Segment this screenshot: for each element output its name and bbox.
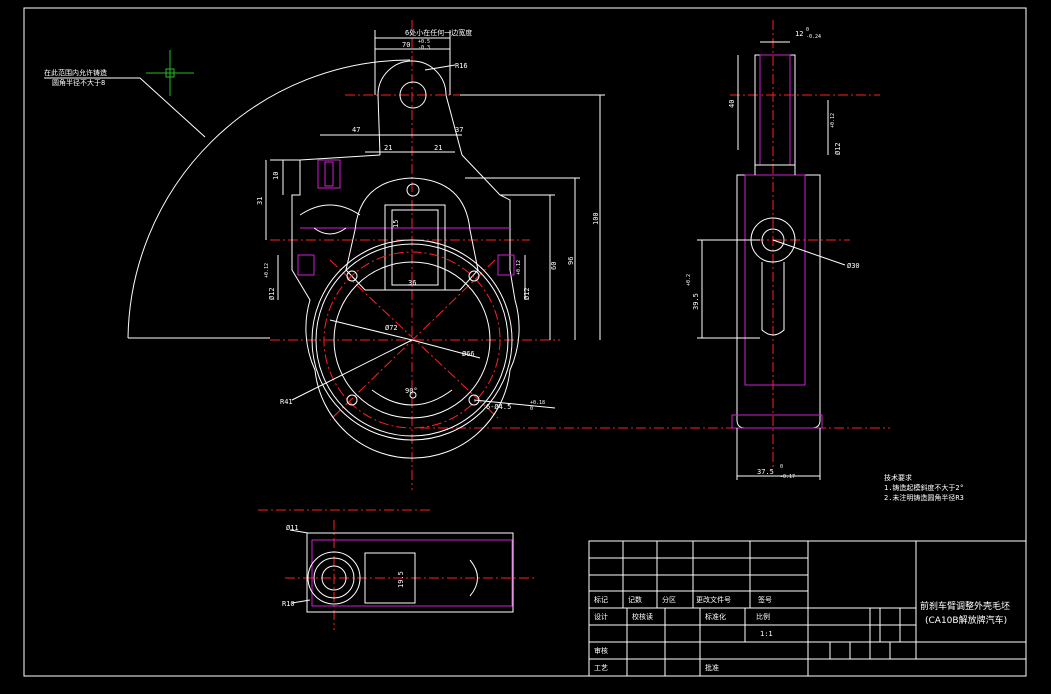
title-block: 标记 记数 分区 更改文件号 签号 设计 校核读 标准化 比例 1:1 审核 工… — [588, 540, 1027, 677]
dim-15: 15 — [392, 220, 400, 228]
tech-title: 技术要求 — [884, 473, 912, 482]
dim-21b: 21 — [434, 144, 442, 152]
dim-12-side: 12 — [795, 30, 803, 38]
tb-review: 审核 — [594, 646, 608, 655]
dim-31: 31 — [256, 197, 264, 205]
casting-radius-arc — [127, 59, 411, 339]
dim-19-5: 19.5 — [397, 571, 405, 588]
dim-phi12-left-tol: +0.12 — [264, 263, 270, 278]
dim-10: 10 — [272, 172, 280, 180]
dim-r10: R10 — [282, 600, 295, 608]
dim-top-note: 6处小在任何一边宽度 — [405, 28, 472, 37]
dim-r16: R16 — [455, 62, 468, 70]
dim-12-side-tol-dn: -0.24 — [806, 34, 821, 40]
left-note: 在此范围内允许铸造 圆角半径不大于8 — [44, 68, 206, 138]
dim-47: 47 — [352, 126, 360, 134]
tb-sign: 签号 — [758, 595, 772, 604]
tb-ratio-label: 比例 — [756, 612, 770, 621]
tb-approve: 批准 — [705, 663, 719, 672]
dim-39-5-tol: +0.2 — [686, 274, 692, 286]
dim-96: 96 — [567, 257, 575, 265]
dim-21a: 21 — [384, 144, 392, 152]
dim-70-tol-up: +0.5 — [418, 39, 430, 45]
dim-70-tol-dn: -0.3 — [418, 45, 430, 51]
dim-36: 36 — [408, 279, 416, 287]
tb-standardize: 标准化 — [705, 612, 726, 621]
tb-design: 设计 — [594, 612, 608, 621]
dim-37-5-tol-dn: -0.17 — [780, 474, 795, 480]
tech-note-2: 2.未注明铸造圆角半径R3 — [884, 493, 964, 502]
dim-r41: R41 — [280, 398, 293, 406]
dim-holes-tol-dn: 0 — [530, 406, 533, 412]
bottom-view: Ø11 R10 19.5 — [258, 509, 535, 630]
dim-phi11: Ø11 — [286, 524, 299, 532]
note-line-2: 圆角半径不大于8 — [52, 78, 105, 87]
dim-holes-tol-up: +0.18 — [530, 400, 545, 406]
dim-100: 100 — [592, 212, 600, 225]
dim-phi12-side-tol: +0.12 — [830, 113, 836, 128]
dim-39-5: 39.5 — [692, 293, 700, 310]
tech-note-1: 1.铸造起模斜度不大于2° — [884, 483, 964, 492]
tb-change-doc: 更改文件号 — [696, 595, 731, 604]
tb-zone: 分区 — [662, 595, 676, 604]
dim-phi12-right: Ø12 — [523, 287, 531, 300]
drawing-subtitle: (CA10B解放牌汽车) — [925, 614, 1007, 626]
dim-phi12-right-tol: +0.12 — [516, 260, 522, 275]
side-view — [700, 20, 880, 480]
drawing-title: 前刹车臂调整外壳毛坯 — [920, 600, 1010, 612]
tb-proofread: 校核读 — [632, 612, 653, 621]
dim-phi72: Ø72 — [385, 324, 398, 332]
dim-12-side-tol-up: 0 — [806, 27, 809, 33]
drawing-border — [23, 7, 1027, 677]
dim-phi66: Ø66 — [462, 350, 475, 358]
dim-phi12-side: Ø12 — [834, 142, 842, 155]
dim-holes: 6-Ø4.5 — [486, 403, 511, 411]
dim-phi30: Ø30 — [847, 262, 860, 270]
dim-70: 70 — [402, 41, 410, 49]
dim-40: 40 — [728, 100, 736, 108]
tb-ratio-value: 1:1 — [760, 630, 773, 638]
crosshair-cursor-icon[interactable] — [146, 50, 194, 96]
tech-notes: 技术要求 1.铸造起模斜度不大于2° 2.未注明铸造圆角半径R3 — [884, 473, 964, 502]
dim-phi12-left: Ø12 — [268, 287, 276, 300]
dim-37: 37 — [455, 126, 463, 134]
tb-count: 记数 — [628, 595, 642, 604]
tb-process: 工艺 — [594, 664, 608, 672]
dim-90deg: 90° — [405, 387, 418, 395]
dim-60: 60 — [550, 262, 558, 270]
note-line-1: 在此范围内允许铸造 — [44, 68, 107, 77]
front-dims: 6处小在任何一边宽度 70 +0.5 -0.3 R16 47 37 21 21 … — [256, 28, 605, 412]
front-view — [270, 20, 890, 490]
dim-37-5: 37.5 — [757, 468, 774, 476]
tb-mark: 标记 — [594, 595, 608, 604]
side-dims: 12 0 -0.24 40 Ø12 +0.12 Ø30 39.5 +0.2 37… — [686, 27, 860, 480]
dim-37-5-tol-up: 0 — [780, 464, 783, 470]
